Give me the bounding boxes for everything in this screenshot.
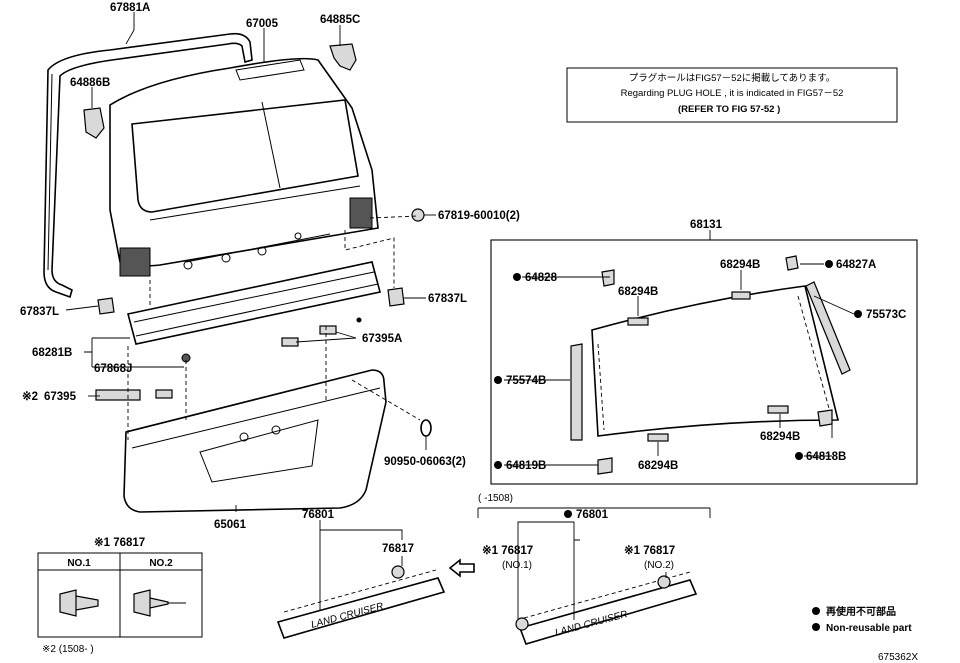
label-68294B-4: 68294B: [638, 460, 678, 472]
note-line-2: Regarding PLUG HOLE , it is indicated in…: [621, 88, 844, 99]
back-window-glass: [591, 285, 840, 437]
label-67395: 67395: [44, 391, 77, 403]
label-64818B: 64818B: [806, 451, 846, 463]
label-65061: 65061: [214, 519, 247, 531]
emblem-left: LAND CRUISER: [276, 565, 446, 639]
label-68294B-2: 68294B: [720, 259, 760, 271]
label-67819: 67819-60010(2): [438, 210, 520, 222]
note-line-1: プラグホールはFIG57－52に掲載してあります。: [629, 72, 835, 84]
arrow-left-icon: [448, 558, 475, 578]
filled-bullet-icon: [513, 273, 521, 281]
label-76801-right: 76801: [576, 509, 609, 521]
clip-64885C: [329, 43, 357, 71]
label-67005: 67005: [246, 18, 279, 30]
note-box: プラグホールはFIG57－52に掲載してあります。 Regarding PLUG…: [566, 67, 898, 123]
filled-bullet-icon: [564, 510, 572, 518]
label-68281B: 68281B: [32, 347, 72, 359]
label-67395A: 67395A: [362, 333, 402, 345]
label-range-start: ( -1508): [478, 493, 513, 504]
clip-67837L-right: [387, 287, 405, 307]
label-64828: 64828: [525, 272, 558, 284]
note-line-3: (REFER TO FIG 57-52 ): [678, 104, 780, 115]
label-64886B: 64886B: [70, 77, 110, 89]
label-67837L-left: 67837L: [20, 306, 59, 318]
label-76817-left: 76817: [382, 543, 414, 555]
clip-table-col1: NO.1: [67, 558, 91, 569]
label-76801-left: 76801: [302, 509, 335, 521]
clip-67837L-left: [97, 297, 115, 315]
legend-en: Non-reusable part: [826, 623, 912, 634]
garnish-68281B: [127, 261, 381, 363]
filled-bullet-icon: [356, 317, 362, 323]
plug-90950: [420, 419, 432, 437]
label-64885C: 64885C: [320, 14, 360, 26]
label-64819B: 64819B: [506, 460, 546, 472]
filled-bullet-icon: [812, 607, 820, 615]
molding-75574B: [570, 343, 583, 441]
filled-bullet-icon: [854, 310, 862, 318]
emblem-right: LAND CRUISER: [515, 571, 698, 645]
clips-glass: [597, 255, 833, 475]
filled-bullet-icon: [812, 623, 820, 631]
label-mark2: ※2: [22, 390, 38, 403]
filled-bullet-icon: [494, 461, 502, 469]
label-67881A: 67881A: [110, 2, 150, 14]
label-76817-no1: ※1 76817: [482, 544, 533, 557]
legend-jp: 再使用不可部品: [826, 605, 896, 618]
label-68294B-1: 68294B: [618, 286, 658, 298]
label-no1-paren: (NO.1): [502, 560, 532, 571]
glass-group-box: [490, 230, 918, 485]
label-90950: 90950-06063(2): [384, 456, 466, 468]
clip-67819: [411, 208, 425, 222]
clip-64886B: [83, 107, 105, 139]
clip-table: NO.1 NO.2: [37, 552, 203, 638]
molding-75573C: [805, 281, 851, 375]
footnote-2: ※2 (1508- ): [42, 644, 94, 655]
label-76817-table: ※1 76817: [94, 536, 145, 549]
weatherstrip-67881A: [43, 32, 253, 299]
filled-bullet-icon: [825, 260, 833, 268]
label-64827A: 64827A: [836, 259, 876, 271]
label-67868J: 67868J: [94, 363, 132, 375]
label-75573C: 75573C: [866, 309, 906, 321]
back-door-67005: [109, 57, 379, 277]
label-68294B-3: 68294B: [760, 431, 800, 443]
label-67837L-right: 67837L: [428, 293, 467, 305]
label-no2-paren: (NO.2): [644, 560, 674, 571]
label-75574B: 75574B: [506, 375, 546, 387]
filled-bullet-icon: [494, 376, 502, 384]
clip-table-col2: NO.2: [149, 558, 173, 569]
spacers-68294B: [627, 291, 789, 442]
label-68131: 68131: [690, 219, 723, 231]
filled-bullet-icon: [795, 452, 803, 460]
legend: 再使用不可部品 Non-reusable part: [812, 605, 912, 634]
label-76817-no2: ※1 76817: [624, 544, 675, 557]
figure-id: 675362X: [878, 652, 918, 663]
panel-65061: [95, 325, 387, 513]
